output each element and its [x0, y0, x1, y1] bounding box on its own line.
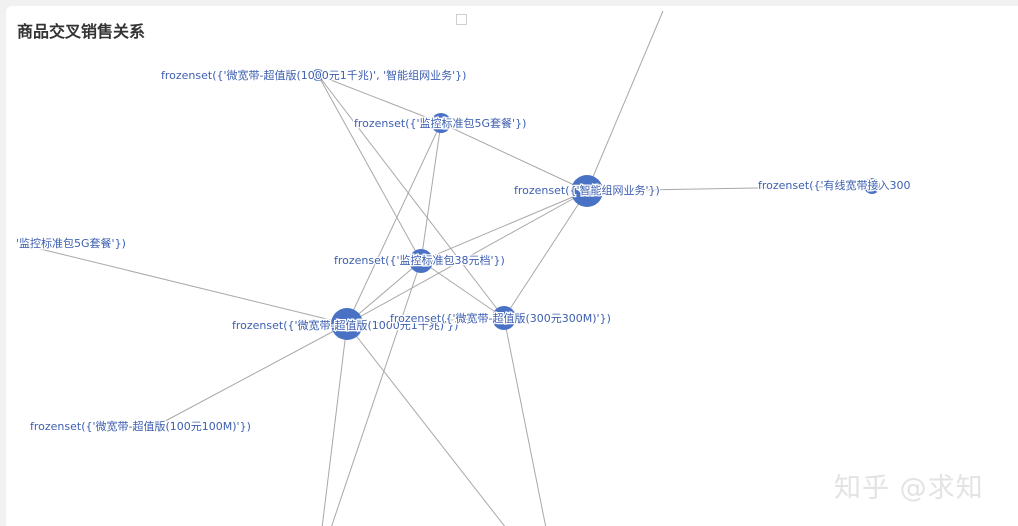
edge-n2-offscreen-top	[586, 10, 664, 192]
node-label-n2: frozenset({'智能组网业务'})	[514, 183, 660, 197]
chart-card: 商品交叉销售关系 frozenset({'微宽带-超值版(1000元1千兆)',…	[6, 6, 1018, 526]
edge-n1-n5	[420, 122, 442, 262]
edge-n2-n7	[503, 190, 588, 319]
edge-n1-n2	[440, 122, 588, 192]
edge-n2-n6	[346, 190, 588, 325]
edge-n2-n5	[420, 190, 588, 262]
edge-group	[19, 10, 873, 526]
node-label-n7: frozenset({'微宽带-超值版(300元300M)'})	[390, 311, 611, 325]
edge-n6-offscreen-right	[346, 323, 506, 526]
graph-node-n7[interactable]	[492, 306, 516, 330]
graph-node-n5[interactable]	[409, 249, 433, 273]
edge-n7-offscreen-bottom	[503, 317, 547, 526]
graph-node-n3[interactable]	[864, 178, 880, 194]
edge-n5-offscreen-bottom	[331, 260, 422, 526]
node-label-n5: frozenset({'监控标准包38元档'})	[334, 253, 505, 267]
edge-n0-n7	[317, 74, 505, 319]
edge-n8-n6	[155, 323, 348, 427]
node-label-n0: frozenset({'微宽带-超值版(1000元1千兆)', '智能组网业务'…	[161, 68, 466, 82]
toolbox-square-icon[interactable]	[456, 14, 467, 25]
edge-n2-n3	[586, 185, 873, 192]
graph-node-n6[interactable]	[331, 308, 363, 340]
node-label-n3: frozenset({'有线宽带接入300	[758, 178, 911, 192]
edge-n5-n6	[346, 260, 422, 325]
label-group: frozenset({'微宽带-超值版(1000元1千兆)', '智能组网业务'…	[15, 67, 912, 435]
edge-n5-n7	[420, 260, 505, 319]
graph-node-n0[interactable]	[312, 69, 324, 81]
node-label-n4: '监控标准包5G套餐'})	[16, 236, 126, 250]
graph-node-n2[interactable]	[571, 175, 603, 207]
chart-title: 商品交叉销售关系	[17, 22, 146, 41]
edge-n1-n6	[346, 122, 442, 325]
edge-n6-offscreen-bottom	[321, 323, 348, 526]
edge-n6-n7	[346, 317, 505, 325]
node-label-n6: frozenset({'微宽带-超值版(1000元1千兆)'})	[232, 318, 458, 332]
node-label-n1: frozenset({'监控标准包5G套餐'})	[354, 116, 526, 130]
edge-n0-n1	[317, 74, 442, 124]
watermark: 知乎 @求知	[834, 473, 984, 504]
network-graph[interactable]: frozenset({'微宽带-超值版(1000元1千兆)', '智能组网业务'…	[6, 6, 1018, 526]
node-label-n8: frozenset({'微宽带-超值版(100元100M)'})	[30, 419, 251, 433]
node-group	[312, 69, 880, 340]
edge-n0-n5	[317, 74, 422, 262]
edge-n4-n6	[19, 243, 348, 325]
graph-node-n1[interactable]	[431, 113, 451, 133]
